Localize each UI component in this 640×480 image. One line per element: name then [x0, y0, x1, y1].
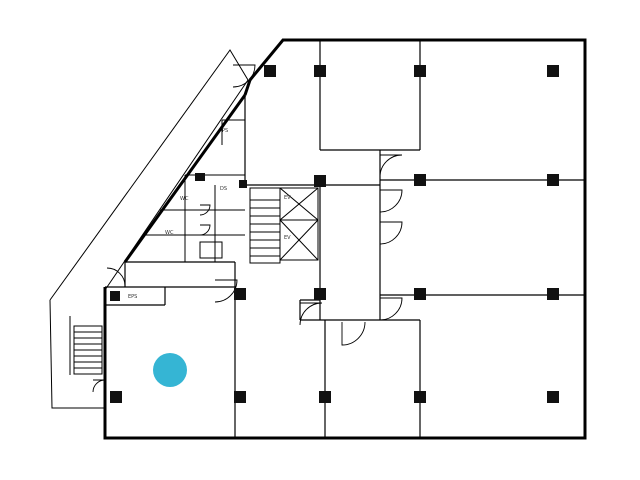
- column: [547, 174, 559, 186]
- column: [234, 288, 246, 300]
- column: [414, 391, 426, 403]
- room-label: EV: [284, 195, 291, 201]
- room-label: DS: [220, 186, 227, 192]
- room-label: WC: [165, 230, 174, 236]
- column: [547, 65, 559, 77]
- column: [414, 174, 426, 186]
- column: [547, 288, 559, 300]
- column: [239, 180, 247, 188]
- column: [264, 65, 276, 77]
- room-label: PS: [222, 128, 228, 134]
- stairwell: [249, 187, 319, 264]
- column: [110, 291, 120, 301]
- room-label: WC: [180, 196, 189, 202]
- column: [234, 391, 246, 403]
- column: [195, 173, 205, 181]
- room-label: EV: [284, 235, 291, 241]
- column: [314, 175, 326, 187]
- column: [414, 288, 426, 300]
- column: [110, 391, 122, 403]
- doors: [92, 64, 403, 393]
- room-labels: EV EV WC WC PS DS EPS: [128, 128, 291, 300]
- column: [414, 65, 426, 77]
- column: [314, 65, 326, 77]
- restroom-block: [145, 119, 245, 262]
- room-label: EPS: [128, 294, 137, 300]
- column: [314, 288, 326, 300]
- column: [547, 391, 559, 403]
- column: [319, 391, 331, 403]
- columns: [110, 65, 559, 403]
- location-dot-icon: [153, 353, 187, 387]
- exterior-stair: [73, 325, 103, 375]
